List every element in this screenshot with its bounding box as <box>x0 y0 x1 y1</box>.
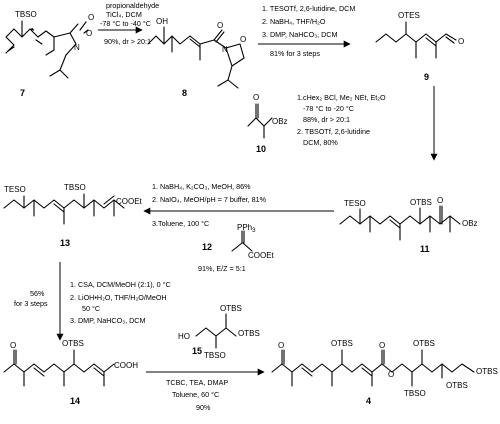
compound-10: O OBz 10 <box>247 93 288 154</box>
carbonyl-o-label: O <box>88 13 94 22</box>
step-5-reagent: 50 °C <box>82 304 100 313</box>
step-1: propionaldehyde TiCl₄, DCM -78 °C to -40… <box>98 1 159 46</box>
pph3-label: PPh3 <box>237 223 256 234</box>
compound-number: 9 <box>424 72 429 82</box>
step-3-reagent: 1.cHex₂ BCl, Me₂ NEt, Et₂O <box>297 93 386 102</box>
compound-number: 10 <box>256 144 266 154</box>
step-2-yield: 81% for 3 steps <box>270 49 320 58</box>
otbs-label: OTBS <box>410 198 432 207</box>
cooh-label: COOH <box>114 361 138 370</box>
obz-label: OBz <box>272 117 288 126</box>
step-4-yield: 91%, E/Z = 5:1 <box>198 264 246 273</box>
step-4: 1. NaBH₄, K₂CO₃, MeOH, 86% 2. NaIO₄, MeO… <box>143 182 334 273</box>
tbso-label: TBSO <box>404 389 426 398</box>
compound-14: O OTBS COOH 14 <box>3 339 138 406</box>
step-2: 1. TESOTf, 2,6-lutidine, DCM 2. NaBH₄, T… <box>258 4 355 58</box>
obz-label: OBz <box>462 219 478 228</box>
otbs-label: OTBS <box>446 381 468 390</box>
carbonyl-o-label: O <box>217 21 223 30</box>
step-3-reagent: 2. TBSOTf, 2,6-lutidine <box>297 127 370 136</box>
cooet-label: COOEt <box>248 251 275 260</box>
step-3-reagent: -78 °C to -20 °C <box>303 104 354 113</box>
step-5: 56% for 3 steps 1. CSA, DCM/MeOH (2:1), … <box>14 262 171 341</box>
compound-number: 12 <box>202 242 212 252</box>
step-5-reagent: 3. DMP, NaHCO₃, DCM <box>70 316 145 325</box>
compound-number: 14 <box>70 396 80 406</box>
step-1-reagent: TiCl₄, DCM <box>106 10 142 19</box>
otbs-top-label: OTBS <box>220 304 242 313</box>
compound-number: 7 <box>20 88 25 98</box>
step-1-yield: 90%, dr > 20:1 <box>104 37 151 46</box>
otes-label: OTES <box>398 11 420 20</box>
teso-label: TESO <box>344 199 366 208</box>
step-4-reagent: 3.Toluene, 100 °C <box>152 219 209 228</box>
step-3: 1.cHex₂ BCl, Me₂ NEt, Et₂O -78 °C to -20… <box>297 86 438 161</box>
compound-9: OTES O 9 <box>375 11 464 82</box>
otbs-label: OTBS <box>62 339 84 348</box>
step-5-reagent: 2. LiOH•H₂O, THF/H₂O/MeOH <box>70 293 167 302</box>
otbs-label: OTBS <box>476 367 498 376</box>
compound-15: HO OTBS OTBS TBSO 15 <box>178 304 260 360</box>
compound-number: 11 <box>420 244 430 254</box>
step-1-reagent: -78 °C to -40 °C <box>100 19 151 28</box>
compound-number: 13 <box>60 238 70 248</box>
tbso-label: TBSO <box>64 183 86 192</box>
step-4-reagent: 1. NaBH₄, K₂CO₃, MeOH, 86% <box>152 182 251 191</box>
otbs-label: OTBS <box>413 339 435 348</box>
ketone-o-label: O <box>278 341 284 350</box>
step-4-reagent: 2. NaIO₄, MeOH/pH = 7 buffer, 81% <box>152 195 267 204</box>
compound-11: TESO OTBS O OBz 11 <box>339 196 478 254</box>
ketone-o-label: O <box>437 196 443 205</box>
step-6-reagent: Toluene, 60 °C <box>172 390 219 399</box>
hydroxyl-label: OH <box>156 17 168 26</box>
compound-number: 4 <box>366 396 371 406</box>
step-6-yield: 90% <box>196 403 211 412</box>
step-6: TCBC, TEA, DMAP Toluene, 60 °C 90% <box>146 368 265 412</box>
hydroxyl-label: HO <box>178 332 190 341</box>
nitrogen-label: N <box>74 43 80 52</box>
step-3-reagent: DCM, 80% <box>303 138 338 147</box>
step-5-yield: 56% <box>30 289 45 298</box>
compound-7: TBSO O O N 7 <box>5 10 94 98</box>
tbso-label: TBSO <box>15 10 37 19</box>
teso-label: TESO <box>4 185 26 194</box>
tbso-label: TBSO <box>204 351 226 360</box>
compound-4: O OTBS O O OTBS OTBS TBSO OTBS 4 <box>271 339 498 406</box>
ring-o-label: O <box>240 35 246 44</box>
step-3-yield: 88%, dr > 20:1 <box>303 115 350 124</box>
ketone-o-label: O <box>10 341 16 350</box>
step-1-reagent: propionaldehyde <box>106 1 159 10</box>
aldehyde-o-label: O <box>458 37 464 46</box>
ketone-o-label: O <box>253 93 259 102</box>
step-2-reagent: 2. NaBH₄, THF/H₂O <box>262 17 326 26</box>
compound-number: 15 <box>192 346 202 356</box>
step-6-reagent: TCBC, TEA, DMAP <box>166 378 228 387</box>
step-2-reagent: 1. TESOTf, 2,6-lutidine, DCM <box>262 4 355 13</box>
step-5-yield: for 3 steps <box>14 299 48 308</box>
compound-number: 8 <box>182 88 187 98</box>
compound-13: TESO TBSO COOEt 13 <box>3 183 143 248</box>
compound-8: OH O O N 8 <box>147 17 246 98</box>
step-2-reagent: 3. DMP, NaHCO₃, DCM <box>262 30 337 39</box>
nitrogen-label: N <box>222 45 228 54</box>
otbs-right-label: OTBS <box>238 329 260 338</box>
compound-12: PPh3 COOEt 12 <box>202 223 275 260</box>
cooet-label: COOEt <box>116 197 143 206</box>
otbs-label: OTBS <box>331 339 353 348</box>
ester-carbonyl-o-label: O <box>379 341 385 350</box>
ester-o-label: O <box>388 370 394 379</box>
ring-o-label: O <box>86 29 92 38</box>
step-5-reagent: 1. CSA, DCM/MeOH (2:1), 0 °C <box>70 280 171 289</box>
